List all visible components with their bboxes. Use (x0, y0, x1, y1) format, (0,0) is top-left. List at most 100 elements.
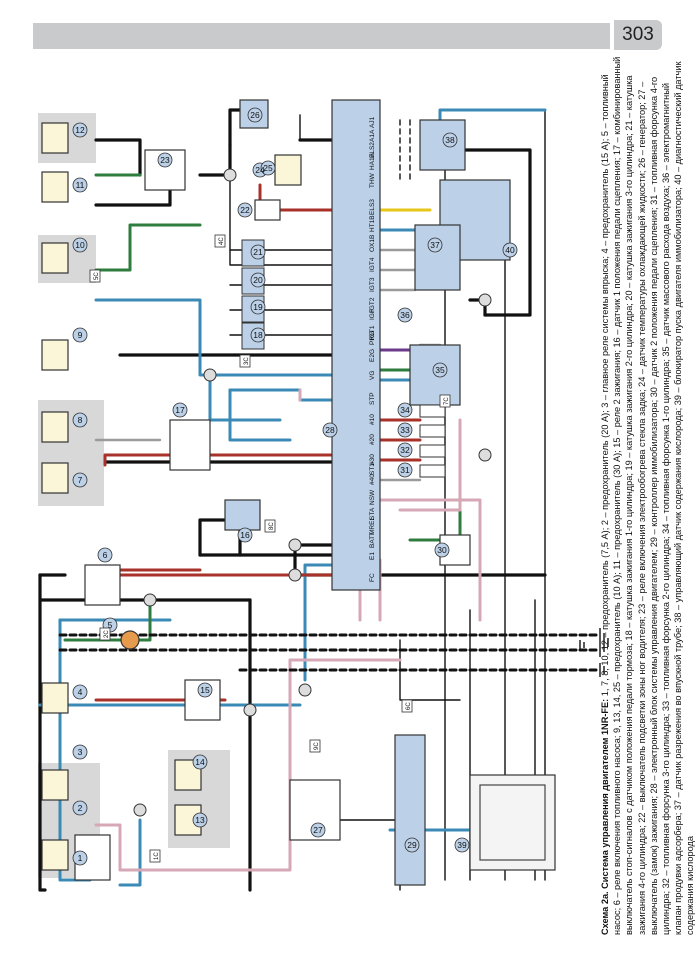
label-27: 27 (313, 825, 323, 835)
label-10: 10 (75, 240, 85, 250)
svg-text:THW: THW (369, 172, 376, 188)
wiring-diagram: 1 2 3 4 5 6 7 8 9 10 11 12 13 14 15 16 1… (0, 56, 700, 950)
connector-nodes (133, 168, 492, 817)
svg-text:3C: 3C (244, 357, 250, 365)
label-38: 38 (445, 135, 455, 145)
label-24: 24 (255, 165, 265, 175)
svg-text:5C: 5C (94, 272, 100, 280)
label-36: 36 (400, 310, 410, 320)
label-18: 18 (253, 330, 263, 340)
label-6: 6 (103, 550, 108, 560)
svg-text:7C: 7C (444, 397, 450, 405)
vacuum-sensor-37 (414, 224, 461, 291)
svg-text:4C: 4C (219, 237, 225, 245)
label-21: 21 (253, 247, 263, 257)
label-1: 1 (78, 853, 83, 863)
svg-text:1C: 1C (154, 852, 160, 860)
page-number: 303 (614, 20, 662, 50)
svg-text:6C: 6C (406, 702, 412, 710)
caption-body: 1, 7, 8, 10, 12 – предохранитель (7,5 А)… (600, 56, 696, 935)
svg-text:AJ1: AJ1 (369, 116, 376, 128)
label-35: 35 (435, 365, 445, 375)
label-9: 9 (78, 330, 83, 340)
ignition-switch-27 (289, 779, 341, 841)
svg-text:OX1B: OX1B (369, 235, 376, 252)
svg-text:ST1-: ST1- (369, 461, 376, 475)
diagram-caption: Схема 2а. Система управления двигателем … (599, 55, 697, 935)
svg-text:HT1B: HT1B (369, 215, 376, 232)
svg-text:E2G: E2G (369, 349, 376, 362)
svg-text:PRG: PRG (369, 331, 376, 345)
label-31: 31 (400, 465, 410, 475)
wiring-diagram-svg: 1 2 3 4 5 6 7 8 9 10 11 12 13 14 15 16 1… (38, 99, 609, 892)
label-15: 15 (200, 685, 210, 695)
svg-text:A1A: A1A (369, 129, 376, 142)
label-4: 4 (78, 687, 83, 697)
site-name[interactable]: rim3.ru (75, 49, 128, 68)
oxygen-sensor-38 (419, 119, 466, 171)
svg-text:#30: #30 (369, 454, 376, 465)
svg-text:FC: FC (369, 573, 376, 582)
label-32: 32 (400, 445, 410, 455)
caption-title: Схема 2а. Система управления двигателем … (600, 698, 610, 935)
label-33: 33 (400, 425, 410, 435)
label-7: 7 (78, 475, 83, 485)
wire-tags: 1C 2C 3C 4C 5C 6C 7C 8C 9C (89, 234, 451, 863)
label-5: 5 (108, 620, 113, 630)
injectors (419, 404, 446, 478)
svg-text:ELS3: ELS3 (369, 199, 376, 215)
label-11: 11 (76, 180, 85, 190)
immobilizer-controller-29 (394, 734, 426, 886)
svg-text:STA: STA (369, 507, 376, 520)
svg-text:8C: 8C (269, 522, 275, 530)
label-22: 22 (240, 205, 250, 215)
svg-text:HA1A: HA1A (369, 152, 376, 170)
label-23: 23 (160, 155, 170, 165)
svg-text:9C: 9C (314, 742, 320, 750)
label-13: 13 (195, 815, 205, 825)
clutch-sensor-16 (224, 499, 261, 531)
svg-text:IGT3: IGT3 (369, 277, 376, 292)
svg-text:IGT4: IGT4 (369, 257, 376, 272)
label-37: 37 (430, 240, 440, 250)
label-29: 29 (407, 840, 417, 850)
svg-text:STP: STP (369, 392, 376, 405)
label-14: 14 (195, 757, 205, 767)
fuse-icons (41, 122, 302, 871)
immobilizer-blocker-39 (469, 774, 556, 871)
label-25: 25 (263, 163, 273, 173)
ground-symbols (579, 628, 609, 677)
label-17: 17 (175, 405, 185, 415)
label-26: 26 (250, 110, 260, 120)
svg-text:MREL: MREL (369, 517, 376, 535)
label-20: 20 (253, 275, 263, 285)
label-2: 2 (78, 803, 83, 813)
label-3: 3 (78, 747, 83, 757)
svg-text:E1: E1 (369, 552, 376, 560)
component-labels: 1 2 3 4 5 6 7 8 9 10 11 12 13 14 15 16 1… (72, 107, 518, 866)
svg-text:NSW: NSW (369, 489, 376, 505)
svg-text:#10: #10 (369, 414, 376, 425)
svg-text:BATT: BATT (369, 532, 376, 548)
page-header: rim3.ru схемы электрооборудования 303 (0, 0, 700, 68)
svg-text:#20: #20 (369, 434, 376, 445)
svg-text:IGT1: IGT1 (369, 325, 376, 340)
label-12: 12 (75, 125, 85, 135)
wire-layer (38, 108, 602, 892)
svg-text:#40: #40 (369, 474, 376, 485)
label-16: 16 (240, 530, 250, 540)
label-39: 39 (457, 840, 467, 850)
label-30: 30 (437, 545, 447, 555)
label-8: 8 (78, 415, 83, 425)
svg-text:ELS2: ELS2 (369, 142, 376, 158)
label-28: 28 (325, 425, 335, 435)
ecu-block-28 (331, 99, 381, 591)
fuel-pump-5 (120, 630, 140, 650)
header-bar: rim3.ru схемы электрооборудования (33, 23, 610, 68)
label-34: 34 (400, 405, 410, 415)
svg-text:2C: 2C (104, 630, 110, 638)
svg-text:IGT2: IGT2 (369, 297, 376, 312)
component-blocks (224, 99, 556, 886)
section-title: схемы электрооборудования (281, 49, 511, 68)
svg-text:IGF: IGF (369, 309, 376, 320)
